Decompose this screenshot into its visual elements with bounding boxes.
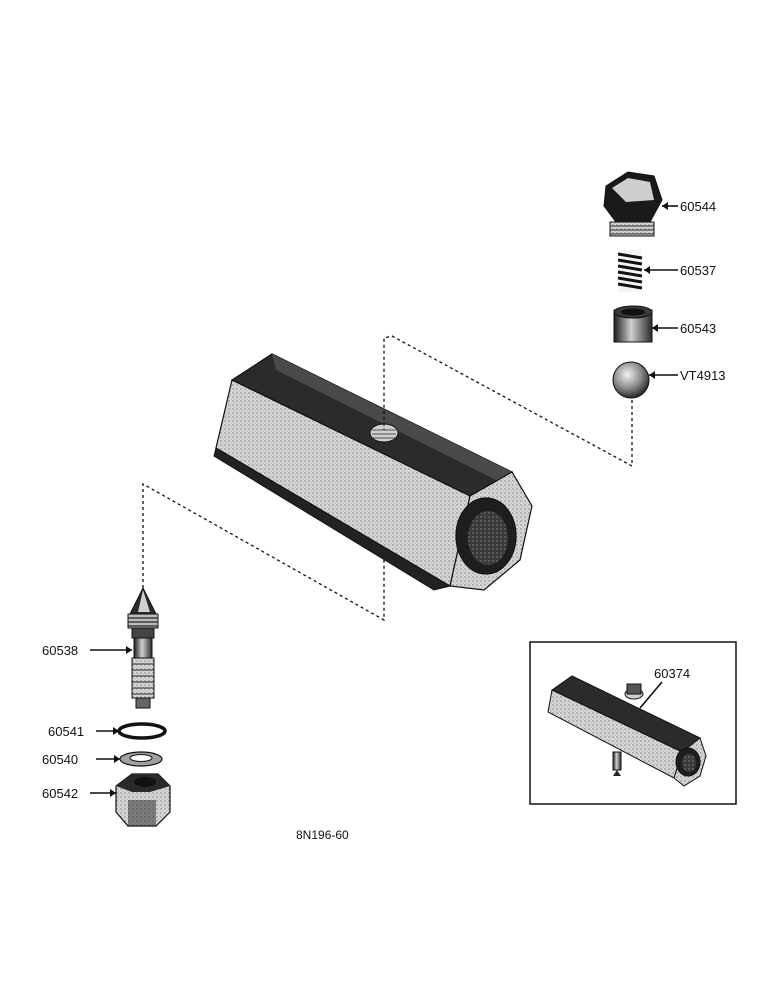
dash-path-lower <box>142 482 385 622</box>
spring-part <box>617 250 643 292</box>
sleeve-part <box>613 305 653 343</box>
plug-part <box>603 171 663 237</box>
needle-part <box>127 586 159 709</box>
label-washer: 60540 <box>42 752 78 767</box>
oring-part <box>117 722 167 740</box>
label-nut: 60542 <box>42 786 78 801</box>
label-spring: 60537 <box>680 263 716 278</box>
label-oring: 60541 <box>48 724 84 739</box>
nut-part <box>115 773 171 827</box>
washer-part <box>119 751 163 767</box>
label-inset-part: 60374 <box>654 666 690 681</box>
ball-part <box>612 361 650 399</box>
label-needle: 60538 <box>42 643 78 658</box>
dash-path-upper <box>383 335 633 468</box>
label-ball: VT4913 <box>680 368 726 383</box>
leader-inset <box>639 681 663 709</box>
valve-body <box>213 353 533 591</box>
label-plug: 60544 <box>680 199 716 214</box>
inset-valve <box>547 675 707 787</box>
figure-code: 8N196-60 <box>296 828 349 842</box>
label-sleeve: 60543 <box>680 321 716 336</box>
